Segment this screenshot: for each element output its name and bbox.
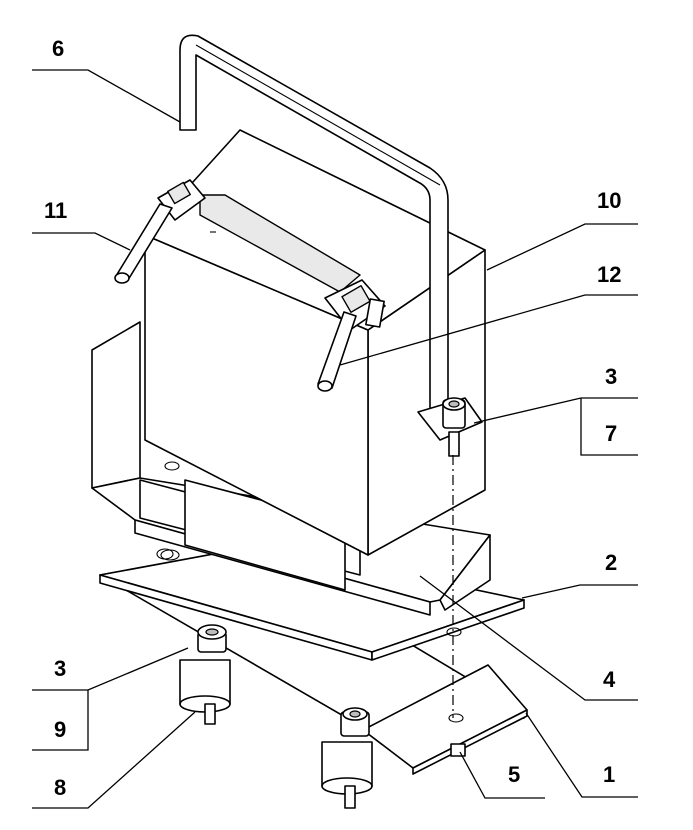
hose-tube-left xyxy=(114,203,173,284)
handle-foot-screw xyxy=(417,397,483,457)
callout-11: 11 xyxy=(44,198,67,223)
callout-3-top: 3 xyxy=(605,364,617,389)
callout-10: 10 xyxy=(597,188,621,213)
callout-8: 8 xyxy=(54,775,66,800)
callout-6: 6 xyxy=(52,36,64,61)
spacer-feet xyxy=(179,659,373,809)
callout-5: 5 xyxy=(508,762,520,787)
base-screws xyxy=(197,624,466,757)
callout-7: 7 xyxy=(605,421,617,446)
tray-cradle xyxy=(91,321,491,616)
hose-tube-right xyxy=(317,311,357,392)
callout-9: 9 xyxy=(54,717,66,742)
callout-1: 1 xyxy=(603,762,615,787)
leader-lines xyxy=(32,69,638,809)
callout-3-bottom: 3 xyxy=(54,656,66,681)
box-housing xyxy=(144,129,486,556)
bracket-plate xyxy=(99,544,525,661)
callout-12: 12 xyxy=(597,262,621,287)
carry-handle xyxy=(179,34,449,421)
callout-2: 2 xyxy=(605,550,617,575)
callout-4: 4 xyxy=(603,667,616,692)
